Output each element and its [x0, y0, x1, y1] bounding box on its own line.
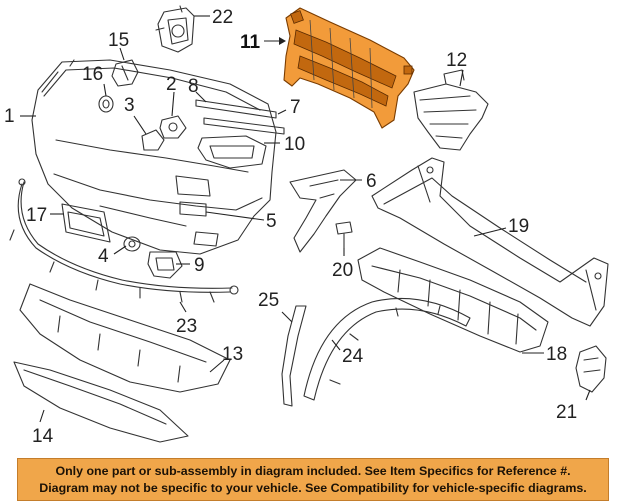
- part-23-harness: [9, 178, 239, 303]
- part-12-bracket: [413, 69, 489, 151]
- part-4-sensor-ring: [123, 236, 141, 252]
- callout-2: 2: [166, 74, 177, 95]
- part-10-fog-bezel: [197, 135, 267, 169]
- callout-3: 3: [124, 95, 135, 116]
- part-15-clip: [111, 59, 139, 87]
- callout-16: 16: [82, 64, 103, 85]
- part-17-plate-bracket: [61, 203, 111, 243]
- callout-22: 22: [212, 7, 233, 28]
- part-8-trim-strip: [195, 99, 277, 119]
- callout-14: 14: [32, 426, 54, 447]
- callout-labels: 22 11 15 12 16 2 8 3 7 1 10 6 17 5 19 4 …: [4, 7, 577, 447]
- part-21-bracket: [575, 345, 607, 393]
- callout-12: 12: [446, 50, 467, 71]
- callout-25: 25: [258, 290, 279, 311]
- disclaimer-line-1: Only one part or sub-assembly in diagram…: [55, 463, 571, 478]
- part-24-arch-liner: [303, 297, 471, 401]
- leader-lines: [20, 15, 591, 423]
- callout-15: 15: [108, 30, 129, 51]
- callout-21: 21: [556, 402, 577, 423]
- callout-6: 6: [366, 171, 377, 192]
- part-6-bracket: [289, 169, 357, 253]
- callout-19: 19: [508, 216, 529, 237]
- part-20-bolt: [335, 221, 353, 249]
- disclaimer-banner: Only one part or sub-assembly in diagram…: [17, 458, 609, 501]
- part-25-arch-trim: [281, 305, 307, 407]
- parts-diagram: 22 11 15 12 16 2 8 3 7 1 10 6 17 5 19 4 …: [4, 5, 609, 447]
- callout-20: 20: [332, 260, 353, 281]
- callout-11: 11: [240, 32, 261, 53]
- part-9-bracket: [147, 251, 183, 279]
- part-18-absorber: [357, 247, 549, 353]
- callout-1: 1: [4, 106, 15, 127]
- part-22-sensor-bracket: [155, 5, 195, 53]
- callout-17: 17: [26, 205, 47, 226]
- callout-4: 4: [98, 246, 109, 267]
- part-19-reinforcement-bar: [371, 157, 609, 327]
- part-14-spoiler: [13, 361, 189, 443]
- callout-8: 8: [188, 76, 199, 97]
- callout-7: 7: [290, 97, 301, 118]
- part-5-fog-grille: [179, 201, 207, 217]
- callout-18: 18: [546, 344, 567, 365]
- part-11-highlighted-grille: [283, 7, 415, 129]
- callout-10: 10: [284, 134, 305, 155]
- callout-5: 5: [266, 211, 277, 232]
- disclaimer-line-2: Diagram may not be specific to your vehi…: [39, 480, 587, 495]
- callout-13: 13: [222, 344, 243, 365]
- callout-9: 9: [194, 255, 205, 276]
- part-2-sensor: [159, 115, 187, 139]
- part-7-trim-strip: [203, 117, 285, 135]
- part-3-cap: [141, 129, 165, 151]
- part-1-bumper-cover: [31, 59, 277, 255]
- callout-23: 23: [176, 316, 197, 337]
- callout-24: 24: [342, 346, 364, 367]
- part-16-ring: [98, 95, 114, 113]
- part-13-undertray: [19, 283, 231, 393]
